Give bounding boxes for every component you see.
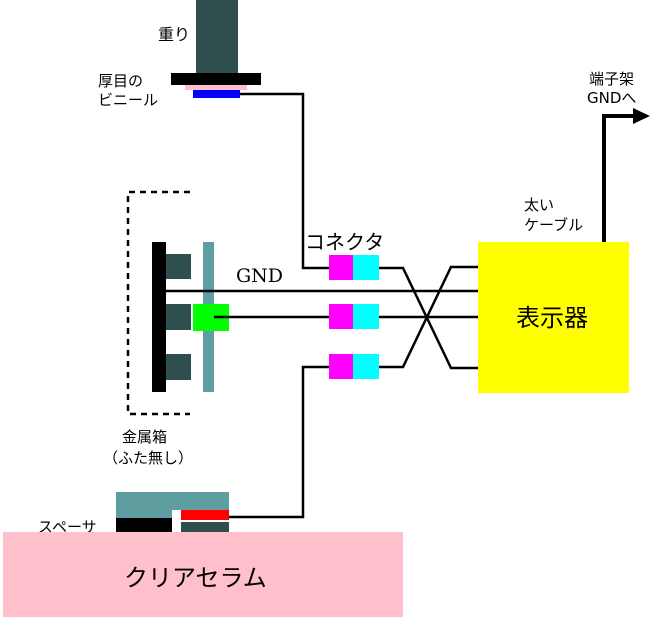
metal-box-block-bottom: [166, 354, 191, 380]
cable-label-line2: ケーブル: [524, 216, 583, 234]
clear-ceramic-label: クリアセラム: [124, 564, 267, 592]
display-unit: [478, 242, 629, 393]
terminal-label-line1: 端子架: [589, 70, 634, 88]
connector-3-male: [329, 354, 353, 379]
spacer-gap: [172, 510, 181, 532]
crossover-wire-bottom: [379, 265, 478, 369]
metal-box-back-plate: [152, 242, 166, 392]
weight-base-plate: [171, 73, 261, 85]
top-electrode: [193, 90, 240, 98]
connector-1-female: [353, 255, 379, 280]
connector-1-male: [329, 255, 353, 280]
vinyl-label-line2: ビニール: [98, 91, 158, 109]
metal-box-block-top: [166, 254, 191, 279]
connector-3-female: [353, 354, 379, 379]
connector-label: コネクタ: [305, 230, 384, 254]
terminal-label-line2: GNDへ: [587, 89, 636, 107]
connector-2-female: [353, 304, 379, 329]
spacer-dark-block: [181, 522, 229, 532]
clear-ceramic-base: [3, 532, 403, 617]
vinyl-sheet: [185, 85, 247, 90]
spacer-label: スペーサ: [38, 518, 97, 536]
ground-arrow-head: [633, 108, 650, 124]
connector-2-male: [329, 304, 353, 329]
vinyl-label-line1: 厚目の: [98, 72, 143, 90]
metal-box-label-line2: （ふた無し）: [103, 449, 193, 467]
metal-box-block-middle: [166, 304, 191, 330]
metal-box-label-line1: 金属箱: [122, 428, 167, 446]
spacer-black-block: [116, 518, 172, 532]
weight-block: [196, 0, 238, 74]
bottom-electrode: [181, 510, 229, 520]
cable-label-line1: 太い: [524, 196, 554, 214]
weight-label: 重り: [158, 25, 190, 44]
ground-cable: [602, 114, 635, 242]
gnd-label: GND: [236, 265, 283, 287]
top-electrode-wire: [240, 92, 329, 270]
bottom-electrode-wire: [229, 365, 329, 519]
display-label: 表示器: [516, 304, 588, 332]
